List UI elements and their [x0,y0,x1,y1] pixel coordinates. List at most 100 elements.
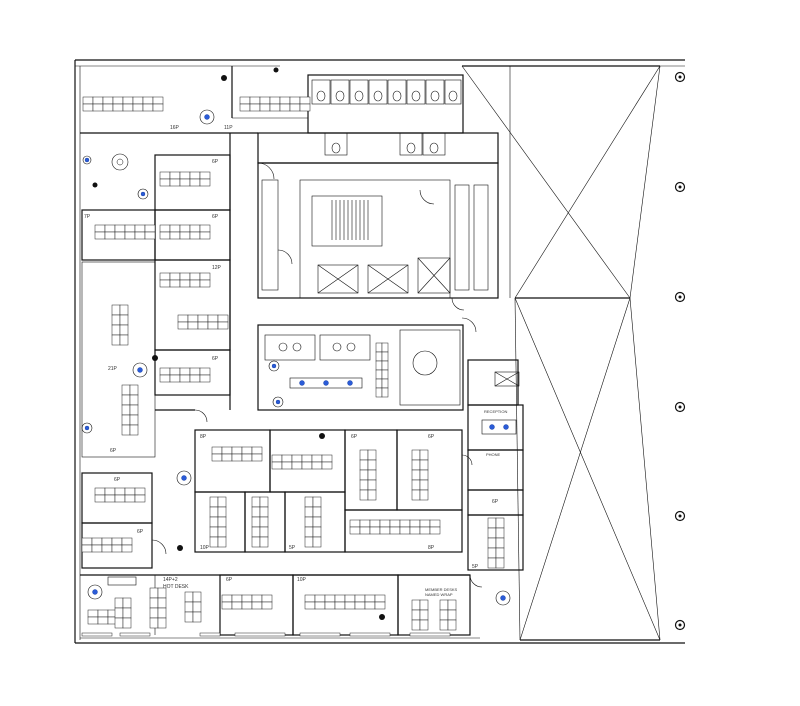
desk [121,394,131,406]
desk [221,601,233,610]
stair-icon [331,200,369,240]
desk [87,609,99,618]
plants [92,67,385,620]
desk [259,496,269,508]
desk [217,536,227,548]
desk [199,231,211,240]
desk [199,224,211,233]
desk [189,231,201,240]
room-label: PHONE [486,452,501,457]
desk [114,224,126,233]
desk [121,404,131,416]
desk [169,374,181,383]
desk [179,279,191,288]
desk [82,96,94,105]
desk [251,536,261,548]
desk [419,619,429,631]
desk [304,536,314,548]
desk [251,526,261,538]
room-label: 5P [472,564,479,570]
desk [211,446,223,455]
storage-unit [199,632,221,637]
desk [81,544,93,553]
desk [192,601,202,613]
desk [301,461,313,470]
desk [304,516,314,528]
desk [279,103,291,112]
plant-icon [273,67,279,73]
desk [157,597,167,609]
building-shell [74,59,685,644]
desk [159,224,171,233]
desk [367,449,377,461]
room-label: MEMBER DESKS [425,587,458,592]
desk [379,526,391,535]
lift-icon [367,264,409,294]
desk [159,367,171,376]
desk [359,519,371,528]
desk [381,387,389,398]
desk [289,96,301,105]
desk [419,526,431,535]
desk [495,527,505,539]
desk [92,103,104,112]
desk [177,314,189,323]
desk [92,96,104,105]
desk [149,587,159,599]
desk [152,96,164,105]
partitions [80,66,524,636]
desk [221,446,233,455]
desk [374,601,386,610]
desk [349,519,361,528]
desk [134,224,146,233]
desk [169,171,181,180]
desk [122,96,134,105]
desk [411,609,421,621]
room-label: 6P [212,356,219,362]
desk [149,597,159,609]
desk [289,103,301,112]
room-labels: 16P 11P 6P 7P 6P 12P 21P 6P 6P 6P 8P 6P … [84,125,507,597]
desk [251,453,263,462]
room-label: 6P [351,434,358,440]
round-table-icon [81,422,93,434]
desk [259,506,269,518]
desk [94,487,106,496]
room-label: 8P [428,545,435,551]
round-table-icon [272,396,284,408]
round-table-icon [82,155,92,165]
building-core [257,74,499,299]
desk [122,617,132,629]
desk [379,519,391,528]
desk [179,272,191,281]
desk [91,544,103,553]
plant-icon [177,545,183,551]
desk [359,459,369,471]
round-table-icon [412,350,438,376]
desk [199,178,211,187]
room-label: 21P [108,366,118,372]
desk [487,517,497,529]
desk [189,224,201,233]
desk [149,607,159,619]
desk [239,103,251,112]
room-label: 6P [492,499,499,505]
desk [129,384,139,396]
desk [241,601,253,610]
desk [179,367,191,376]
round-table-icon [111,153,129,171]
desk [217,526,227,538]
room-label: 6P [226,577,233,583]
desk [359,526,371,535]
desk [239,96,251,105]
desk [104,231,116,240]
desk [199,279,211,288]
desk [217,314,229,323]
desk [354,594,366,603]
desk [189,171,201,180]
desk [364,601,376,610]
desk [217,321,229,330]
desk [144,231,156,240]
desk [169,224,181,233]
desk [121,537,133,546]
